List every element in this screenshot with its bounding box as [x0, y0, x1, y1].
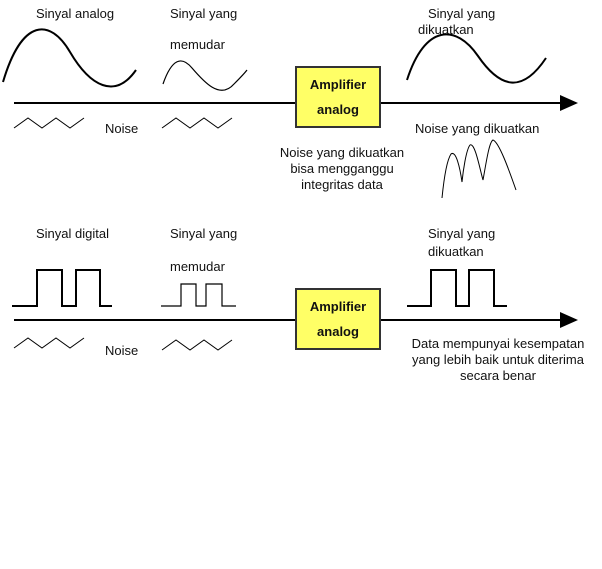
analog-noise-wave [13, 117, 85, 129]
amplified-analog-wave [406, 33, 547, 84]
analog-note-line: integritas data [301, 177, 383, 192]
digital-amplifier-title: Amplifier [309, 299, 367, 314]
digital-faded-label-line1: Sinyal yang [170, 226, 238, 241]
faded-analog-noise-wave [161, 117, 233, 129]
faded-digital-wave [161, 283, 236, 307]
analog-signal-wave [2, 28, 137, 88]
digital-faded-label-line2: memudar [170, 259, 225, 274]
analog-amplified-label-line1: Sinyal yang [428, 6, 496, 21]
amplified-noise-wave [441, 139, 517, 199]
digital-noise-label: Noise [105, 343, 139, 358]
digital-amplified-label-line2: dikuatkan [428, 244, 484, 259]
amplified-digital-wave [407, 269, 507, 307]
faded-analog-wave [162, 60, 248, 91]
digital-amplifier-box: Amplifier analog [295, 288, 381, 350]
analog-signal-label: Sinyal analog [36, 6, 115, 21]
digital-note: Data mempunyai kesempatan yang lebih bai… [398, 336, 598, 384]
analog-faded-label-line2: memudar [170, 37, 225, 52]
digital-amplifier-subtitle: analog [317, 324, 359, 339]
digital-note-line: yang lebih baik untuk diterima [412, 352, 584, 367]
digital-note-line: Data mempunyai kesempatan [411, 336, 585, 351]
analog-amplifier-subtitle: analog [317, 102, 359, 117]
analog-amplified-label-line2: dikuatkan [418, 22, 474, 37]
analog-amplifier-box: Amplifier analog [295, 66, 381, 128]
analog-noise-label: Noise [105, 121, 139, 136]
digital-noise-wave [13, 337, 85, 349]
analog-faded-label-line1: Sinyal yang [170, 6, 238, 21]
amplified-noise-label: Noise yang dikuatkan [415, 121, 540, 136]
digital-note-line: secara benar [460, 368, 536, 383]
digital-signal-label: Sinyal digital [36, 226, 109, 241]
analog-note: Noise yang dikuatkan bisa mengganggu int… [262, 145, 422, 193]
faded-digital-noise-wave [161, 339, 233, 351]
analog-amplifier-title: Amplifier [309, 77, 367, 92]
analog-note-line: Noise yang dikuatkan [279, 145, 405, 160]
analog-note-line: bisa mengganggu [290, 161, 394, 176]
digital-signal-wave [12, 269, 112, 307]
digital-amplified-label-line1: Sinyal yang [428, 226, 496, 241]
